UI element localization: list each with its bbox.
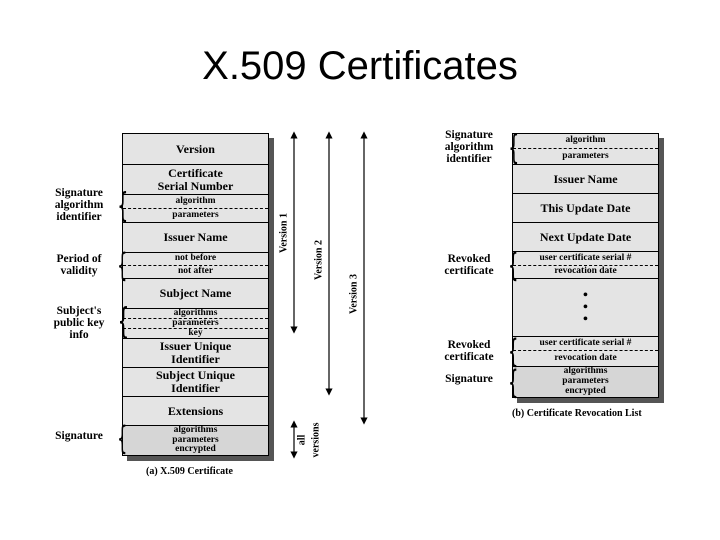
crl-field-issuer-name: Issuer Name [513,164,658,193]
brace-icon: { [117,186,129,226]
field-signature-parameters: parameters [123,208,268,222]
crl-label-signature: Signature [445,373,493,385]
field-signature: algorithms parameters encrypted [123,425,268,455]
crl-field-this-update: This Update Date [513,193,658,222]
label-version-2: Version 2 [313,240,325,280]
ellipsis-dot: • [583,287,588,303]
field-subject-name: Subject Name [123,278,268,308]
field-issuer-name: Issuer Name [123,222,268,252]
caption-certificate: (a) X.509 Certificate [146,466,233,477]
crl-field-revocation-date-2: revocation date [513,350,658,366]
certificate-structure: Version Certificate Serial Number algori… [122,133,269,456]
field-version: Version [176,141,215,156]
crl-label-signature-algorithm-identifier: Signature algorithm identifier [444,129,494,165]
field-not-after: not after [123,265,268,278]
crl-field-algorithm: algorithm [565,135,606,146]
caption-crl: (b) Certificate Revocation List [512,408,642,419]
crl-field-parameters: parameters [513,148,658,164]
ellipsis-dot: • [583,311,588,327]
brace-icon: { [508,246,519,284]
label-version-3: Version 3 [348,274,360,314]
field-subject-unique-id: Subject Unique Identifier [123,367,268,396]
brace-icon: { [117,301,130,342]
brace-icon: { [117,246,128,284]
ellipsis-dot: • [583,299,588,315]
brace-icon: { [117,419,128,457]
crl-field-ellipsis: • • • [513,278,658,336]
slide-title: X.509 Certificates [202,44,518,88]
label-subject-public-key-info: Subject's public key info [53,305,105,341]
brace-icon: { [508,363,519,401]
brace-icon: { [508,128,520,168]
field-pk-algorithms: algorithms [123,308,268,318]
crl-field-user-serial-2: user certificate serial # [513,336,658,350]
field-pk-key: key [123,328,268,338]
label-period-of-validity: Period of validity [56,253,102,277]
crl-field-signature: algorithms parameters encrypted [513,366,658,397]
label-signature-algorithm-identifier: Signature algorithm identifier [54,187,104,223]
crl-label-revoked-certificate-2: Revoked certificate [444,339,494,363]
field-not-before: not before [123,252,268,265]
crl-field-revocation-date-1: revocation date [513,265,658,278]
crl-label-revoked-certificate-1: Revoked certificate [444,253,494,277]
crl-field-user-serial-1: user certificate serial # [513,251,658,265]
field-issuer-unique-id: Issuer Unique Identifier [123,338,268,367]
field-extensions: Extensions [123,396,268,425]
brace-icon: { [508,332,519,370]
field-signature-algorithm: algorithm [123,194,268,208]
field-pk-parameters: parameters [123,318,268,328]
field-serial-number: Certificate Serial Number [123,164,268,194]
crl-field-next-update: Next Update Date [513,222,658,251]
crl-structure: algorithm parameters Issuer Name This Up… [512,133,659,398]
label-signature: Signature [55,430,103,442]
label-version-1: Version 1 [278,213,290,253]
